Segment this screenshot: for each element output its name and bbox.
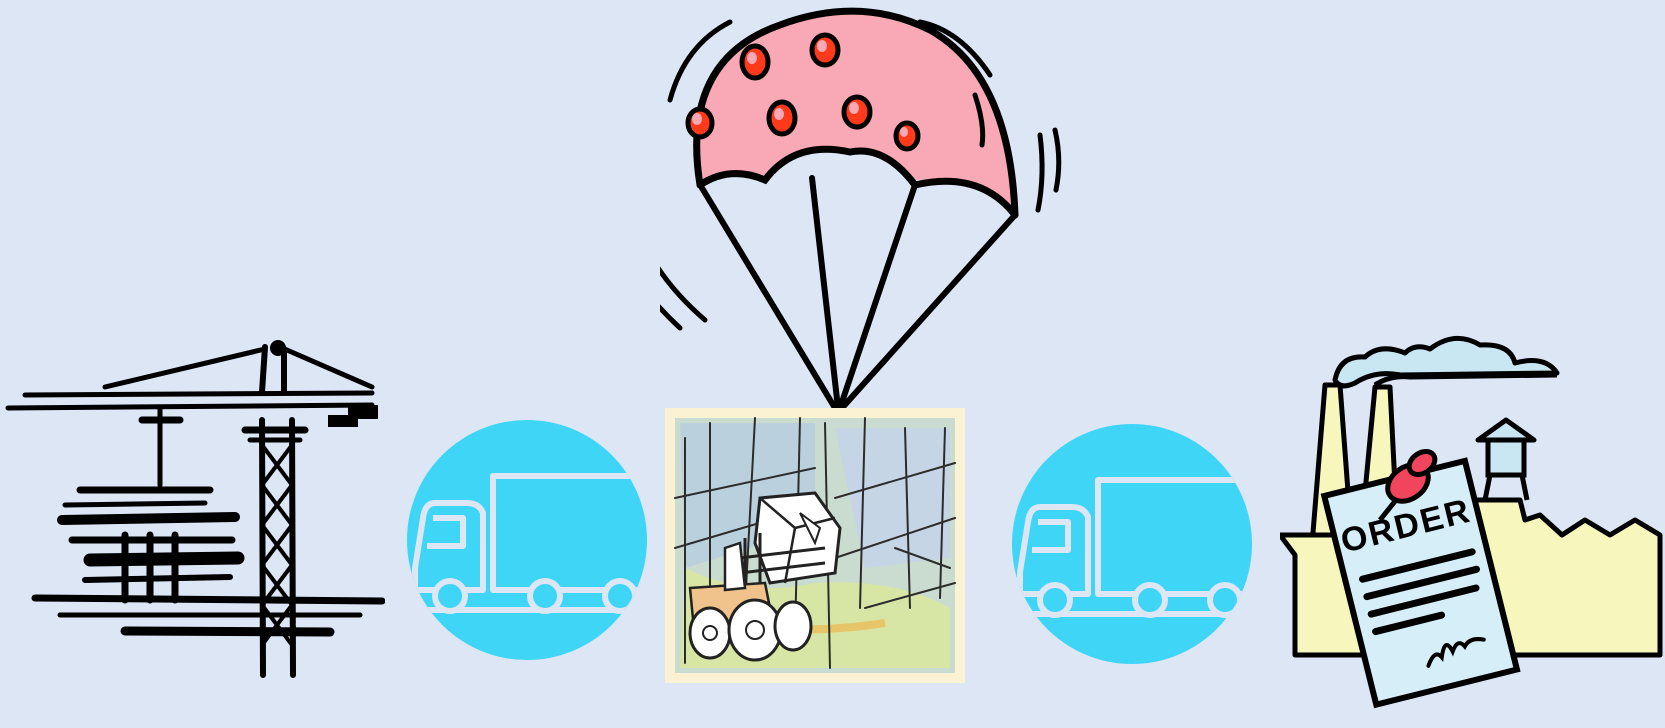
forklift-warehouse-icon (665, 408, 965, 683)
construction-crane-icon (0, 335, 385, 685)
factory-icon: ORDER (1280, 335, 1665, 728)
delivery-truck-icon (405, 418, 650, 663)
parachute-icon (660, 0, 1080, 415)
delivery-truck-icon (1010, 422, 1255, 667)
